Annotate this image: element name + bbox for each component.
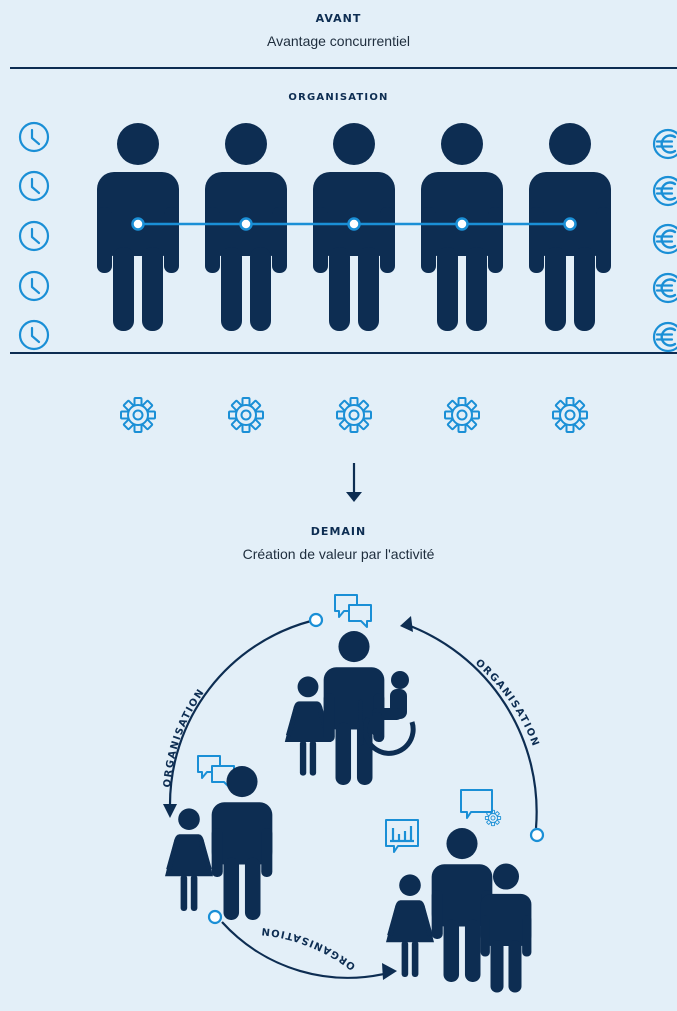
top-divider bbox=[10, 67, 677, 69]
arc-label-right: ORGANISATION bbox=[473, 657, 541, 749]
clock-icon bbox=[18, 319, 50, 351]
clock-icon bbox=[18, 220, 50, 252]
arc-node bbox=[529, 827, 545, 843]
arrowhead bbox=[400, 616, 413, 632]
clock-icon bbox=[18, 270, 50, 302]
gear-icon bbox=[228, 397, 264, 433]
clock-icon bbox=[18, 170, 50, 202]
organisation-band-label: ORGANISATION bbox=[288, 92, 389, 103]
arc-top-right bbox=[404, 622, 538, 829]
after-title: DEMAIN bbox=[310, 525, 367, 538]
man-figure bbox=[323, 631, 385, 785]
gear-icon bbox=[552, 397, 588, 433]
connection-line bbox=[131, 217, 577, 231]
gear-icon bbox=[336, 397, 372, 433]
connection-node bbox=[131, 217, 145, 231]
euro-icon bbox=[652, 223, 677, 255]
gear-icon bbox=[444, 397, 480, 433]
group-top bbox=[284, 594, 416, 785]
wheelchair-user-figure bbox=[358, 671, 416, 756]
gear-bubble-icon bbox=[460, 789, 502, 827]
man-figure bbox=[211, 766, 273, 920]
clock-icon bbox=[18, 121, 50, 153]
clock-icon-column bbox=[18, 121, 50, 351]
connection-node bbox=[563, 217, 577, 231]
group-left bbox=[165, 755, 273, 920]
arrowhead bbox=[382, 963, 397, 980]
after-subtitle: Création de valeur par l'activité bbox=[242, 546, 435, 562]
euro-icon bbox=[652, 321, 677, 353]
before-title: AVANT bbox=[315, 12, 362, 25]
arc-start-nodes bbox=[207, 612, 545, 925]
arrow-down-icon bbox=[346, 463, 362, 502]
euro-icon bbox=[652, 272, 677, 304]
connection-node bbox=[455, 217, 469, 231]
arc-arrowheads bbox=[163, 616, 413, 980]
arc-left bbox=[168, 619, 312, 806]
cycle-arcs bbox=[168, 619, 538, 979]
arc-node bbox=[308, 612, 324, 628]
chart-bubble-icon bbox=[385, 819, 419, 853]
connection-node bbox=[347, 217, 361, 231]
connection-node bbox=[239, 217, 253, 231]
before-subtitle: Avantage concurrentiel bbox=[267, 33, 410, 49]
speech-bubbles-icon bbox=[334, 594, 372, 628]
gear-icon-row bbox=[120, 397, 588, 433]
arc-node bbox=[207, 909, 223, 925]
group-right bbox=[385, 789, 532, 993]
arrowhead bbox=[163, 804, 177, 818]
bottom-divider bbox=[10, 352, 677, 354]
euro-icon bbox=[652, 128, 677, 160]
woman-figure bbox=[386, 874, 434, 977]
gear-icon bbox=[120, 397, 156, 433]
arc-bottom bbox=[221, 921, 393, 979]
arc-label-bottom: ORGANISATION bbox=[260, 925, 358, 972]
woman-figure bbox=[165, 808, 213, 911]
euro-icon bbox=[652, 175, 677, 207]
euro-icon-column bbox=[652, 128, 677, 353]
